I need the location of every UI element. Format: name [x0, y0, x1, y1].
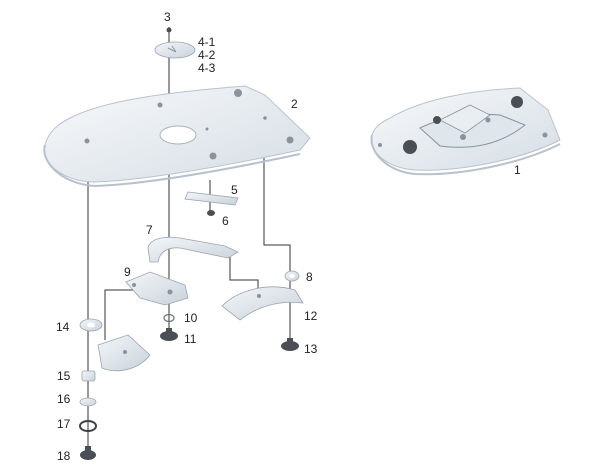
part-15-spacer [81, 370, 96, 382]
label-4-1: 4-1 [198, 35, 216, 49]
part-2-base-plate [43, 85, 311, 188]
label-6: 6 [222, 214, 229, 228]
part-6-screw [207, 210, 215, 216]
callout-labels: 3 4-1 4-2 4-3 2 1 5 6 7 9 8 10 11 12 13 … [56, 10, 521, 463]
label-14: 14 [56, 320, 70, 334]
part-14-cam-plate [97, 334, 151, 372]
part-13-nut [281, 338, 299, 351]
part-9-bracket [125, 271, 189, 306]
label-10: 10 [184, 311, 198, 325]
part-4-disc [154, 41, 196, 59]
label-4-3: 4-3 [198, 61, 216, 75]
label-1: 1 [514, 163, 521, 177]
part-11-nut [160, 328, 178, 341]
part-3-screw [166, 27, 172, 33]
part-5-strip [184, 191, 239, 206]
label-4-2: 4-2 [198, 48, 216, 62]
part-7-lever [147, 236, 239, 263]
label-13: 13 [304, 342, 318, 356]
label-7: 7 [146, 223, 153, 237]
label-18: 18 [57, 449, 71, 463]
label-8: 8 [306, 270, 313, 284]
part-8-washer [284, 270, 300, 282]
label-12: 12 [304, 309, 318, 323]
label-17: 17 [57, 417, 71, 431]
part-1-assembly [370, 87, 561, 176]
part-14-washer [79, 318, 103, 332]
part-12-curved-plate [221, 286, 304, 321]
label-11: 11 [184, 332, 197, 346]
part-17-ring [79, 420, 97, 432]
part-16-washer [79, 397, 97, 407]
label-9: 9 [124, 265, 131, 279]
part-10-washer [163, 313, 175, 323]
label-16: 16 [57, 392, 71, 406]
label-3: 3 [164, 10, 171, 24]
part-18-nut [80, 446, 96, 460]
label-5: 5 [231, 183, 238, 197]
label-2: 2 [291, 97, 298, 111]
label-15: 15 [57, 369, 71, 383]
